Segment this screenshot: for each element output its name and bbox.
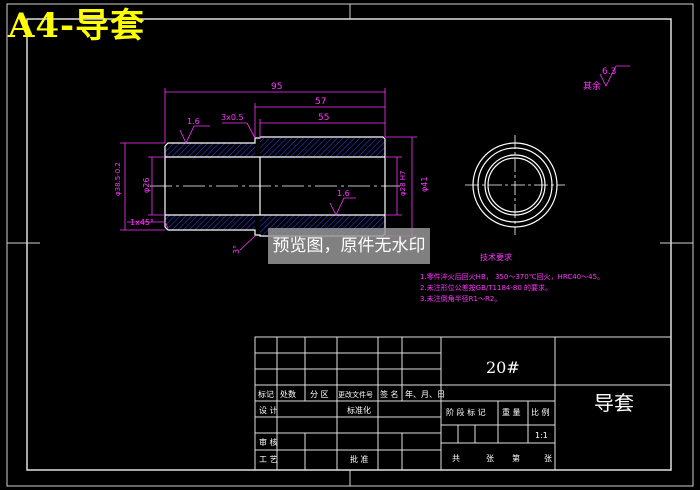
rev-header-4: 签 名: [380, 389, 399, 399]
rev-header-0: 标记: [258, 389, 274, 399]
upper-wall-left-hatch: [165, 143, 255, 157]
rev-header-2: 分 区: [310, 390, 329, 399]
dim-rough-other: 其余: [583, 80, 601, 92]
tech-req-title: 技术要求: [480, 252, 512, 262]
tech-req-line-3: 3.未注倒角半径R1～R2。: [420, 294, 501, 303]
part-name-label: 导套: [594, 391, 634, 415]
dim-rough-left: 1.6: [187, 117, 200, 126]
preview-watermark: 预览图，原件无水印: [268, 228, 430, 264]
standardize-label: 标准化: [347, 405, 371, 415]
rev-header-1: 处数: [280, 389, 296, 399]
sheet-label-3: 张: [544, 454, 552, 463]
overlay-title: A4-导套: [8, 6, 146, 46]
dim-angle: 3°: [232, 245, 241, 254]
stage-header-0: 阶 段 标 记: [446, 407, 486, 417]
dim-outer-right: φ41: [420, 177, 429, 192]
lower-wall-left-hatch: [165, 215, 255, 230]
title-block: [254, 336, 672, 471]
dim-rough-value: 6.3: [602, 67, 616, 77]
stage-header-1: 重 量: [502, 407, 521, 417]
bushing-end-view: [465, 135, 565, 235]
stage-header-2: 比 例: [531, 407, 550, 417]
bushing-section-view: [150, 136, 400, 237]
approve-label: 批 准: [350, 454, 369, 464]
tech-req-line-1: 1.零件淬火后回火HB， 350～370℃回火，HRC40～45。: [420, 272, 604, 281]
rev-header-5: 年、月、日: [405, 389, 445, 399]
scale-value: 1:1: [535, 431, 548, 440]
sheet-label-0: 共: [452, 454, 460, 463]
review-label: 审 核: [259, 437, 278, 447]
upper-wall-right-hatch: [260, 138, 385, 157]
process-label: 工 艺: [259, 455, 278, 464]
dim-chamfer: 1x45°: [130, 218, 154, 227]
dimension-lines: [120, 65, 630, 251]
sheet-label-1: 张: [486, 454, 494, 463]
dim-rough-mid: 1.6: [337, 189, 350, 198]
dim-outer-left: φ38.5-0.2: [114, 162, 122, 196]
dim-bore-left: φ26: [142, 178, 151, 193]
dim-57: 57: [315, 97, 326, 107]
dim-55: 55: [318, 113, 329, 123]
sheet-label-2: 第: [512, 453, 520, 463]
dim-groove: 3x0.5: [221, 113, 244, 122]
tech-req-line-2: 2.未注形位公差按GB/T1184-80 的要求。: [420, 283, 552, 292]
dim-95: 95: [271, 82, 282, 92]
rev-header-3: 更改文件号: [338, 390, 373, 399]
material-label: 20#: [486, 358, 520, 377]
dim-bore-right: φ28 H7: [399, 171, 407, 196]
design-label: 设 计: [259, 405, 278, 415]
